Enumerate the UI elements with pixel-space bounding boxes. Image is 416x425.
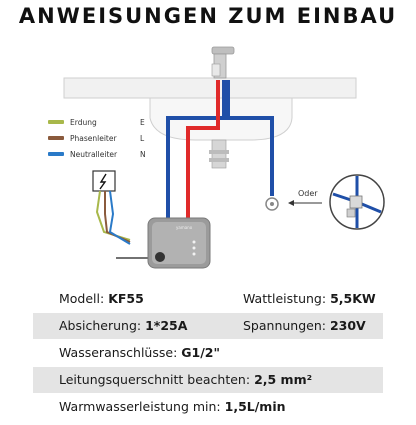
wire-neutral: [108, 190, 131, 245]
legend-item: Neutralleiter N: [48, 150, 158, 160]
legend-code: N: [140, 150, 146, 159]
fuse-value: 1*25A: [145, 318, 188, 333]
valve-icon: [265, 197, 279, 211]
voltage-value: 230V: [329, 318, 366, 333]
power-label: Wattleistung:: [243, 291, 327, 306]
cable-label: Leitungsquerschnitt beachten:: [59, 372, 251, 387]
model-value: KF55: [108, 291, 144, 306]
cold-pipe: [166, 80, 226, 222]
power-value: 5,5KW: [330, 291, 376, 306]
spec-row-model-power: Modell: KF55 Wattleistung: 5,5KW: [33, 286, 383, 312]
fuse-label: Absicherung:: [59, 318, 142, 333]
alt-label: Oder: [298, 189, 318, 198]
spec-row-fuse-voltage: Absicherung: 1*25A Spannungen: 230V: [33, 313, 383, 339]
flow-label: Warmwasserleistung min:: [59, 399, 221, 414]
detail-circle: [329, 174, 385, 230]
water-heater-device: yamano: [147, 217, 211, 269]
legend-code: L: [140, 134, 145, 143]
legend-label: Phasenleiter: [70, 134, 117, 143]
page-title: ANWEISUNGEN ZUM EINBAU: [18, 4, 398, 28]
faucet-icon: [211, 46, 235, 79]
electrical-box-icon: [92, 170, 116, 192]
spec-row-water: Wasseranschlüsse: G1/2": [33, 340, 383, 366]
legend-item: Phasenleiter L: [48, 134, 158, 144]
voltage-label: Spannungen:: [243, 318, 326, 333]
flow-value: 1,5L/min: [224, 399, 286, 414]
control-knob: [155, 252, 165, 262]
indicator-light: [192, 252, 196, 256]
indicator-light: [192, 240, 196, 244]
model-label: Modell:: [59, 291, 105, 306]
drain-icon: [209, 139, 229, 169]
indicator-light: [192, 246, 196, 250]
countertop: [63, 77, 357, 99]
legend-swatch: [48, 120, 64, 124]
legend-label: Neutralleiter: [70, 150, 118, 159]
legend-label: Erdung: [70, 118, 97, 127]
hot-pipe: [186, 80, 220, 222]
spec-row-cable: Leitungsquerschnitt beachten: 2,5 mm²: [33, 367, 383, 393]
spec-row-flow: Warmwasserleistung min: 1,5L/min: [33, 394, 383, 420]
water-label: Wasseranschlüsse:: [59, 345, 178, 360]
legend-item: Erdung E: [48, 118, 158, 128]
water-value: G1/2": [181, 345, 221, 360]
cold-supply-pipe: [226, 80, 274, 196]
arrow-head-icon: [288, 200, 294, 206]
legend-swatch: [48, 152, 64, 156]
installation-diagram: Oder yamano: [63, 46, 385, 269]
cable-value: 2,5 mm²: [254, 372, 313, 387]
legend-swatch: [48, 136, 64, 140]
legend-code: E: [140, 118, 145, 127]
device-brand: yamano: [176, 225, 193, 230]
